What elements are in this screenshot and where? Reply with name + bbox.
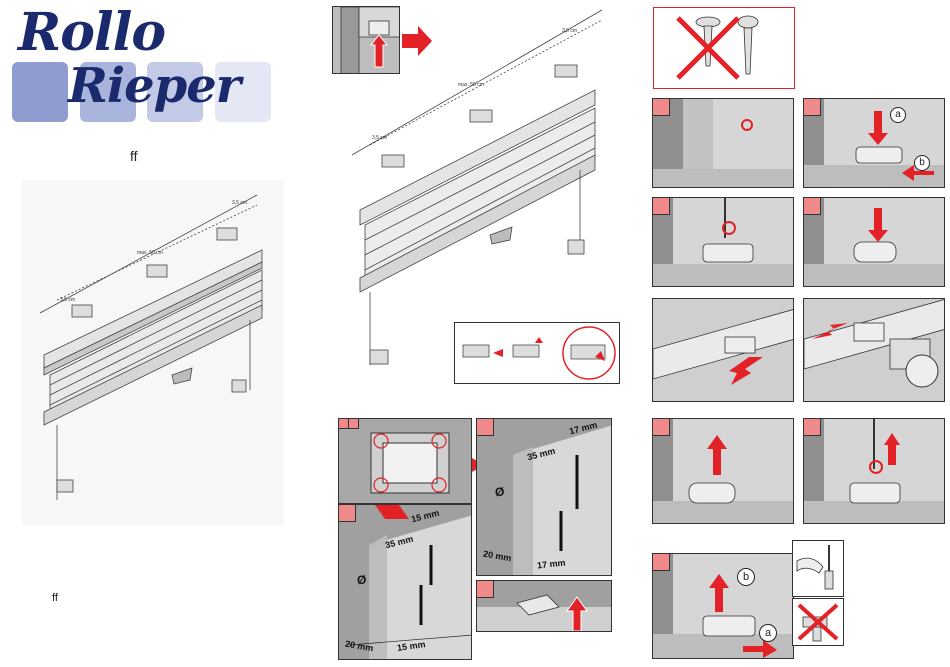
callout-a: a <box>759 624 777 642</box>
window-frame-panel <box>338 418 472 504</box>
callout-a: a <box>890 107 906 123</box>
dim-drill-a-diameter: Ø <box>357 573 366 587</box>
callout-b: b <box>737 568 755 586</box>
step-panel-2: a b <box>803 98 945 188</box>
dim-top-edge-left: 3,5 cm <box>372 135 387 141</box>
screwdriver-hand-icon <box>792 540 844 597</box>
callout-b: b <box>914 155 930 171</box>
bracket-mount-panel <box>476 580 612 632</box>
step-panel-6 <box>803 298 945 402</box>
dim-left-center: max. 50 cm <box>137 250 163 256</box>
step-panel-8 <box>803 418 945 524</box>
dim-left-edge-right: 3,5 cm <box>232 200 247 206</box>
drill-panel-b: 17 mm 35 mm Ø 20 mm 17 mm <box>476 418 612 576</box>
drill-panel-a: 15 mm 35 mm Ø 20 mm 15 mm <box>338 504 472 660</box>
clip-detail-inset <box>454 322 620 384</box>
step-panel-4 <box>803 197 945 287</box>
ligature-text-bottom: ff <box>52 592 58 604</box>
dim-top-center: max. 50 cm <box>458 82 484 88</box>
step-panel-3 <box>652 197 794 287</box>
dim-left-edge-left: 3,5 cm <box>60 297 75 303</box>
step-panel-1 <box>652 98 794 188</box>
logo-line-1: Rollo <box>18 2 165 63</box>
step-panel-9: b a <box>652 553 794 659</box>
no-power-drill-icon <box>792 598 844 646</box>
dim-top-edge-right: 3,5 cm <box>562 28 577 34</box>
step-panel-5 <box>652 298 794 402</box>
logo-line-2: Rieper <box>68 58 240 114</box>
blind-overview-illustration: 3,5 cm max. 50 cm 3,5 cm <box>22 180 284 525</box>
dim-drill-b-diameter: Ø <box>495 485 504 499</box>
step-panel-7 <box>652 418 794 524</box>
no-screws-warning <box>653 7 795 89</box>
ligature-text-top: ff <box>130 148 138 164</box>
logo-block-1 <box>12 62 68 122</box>
